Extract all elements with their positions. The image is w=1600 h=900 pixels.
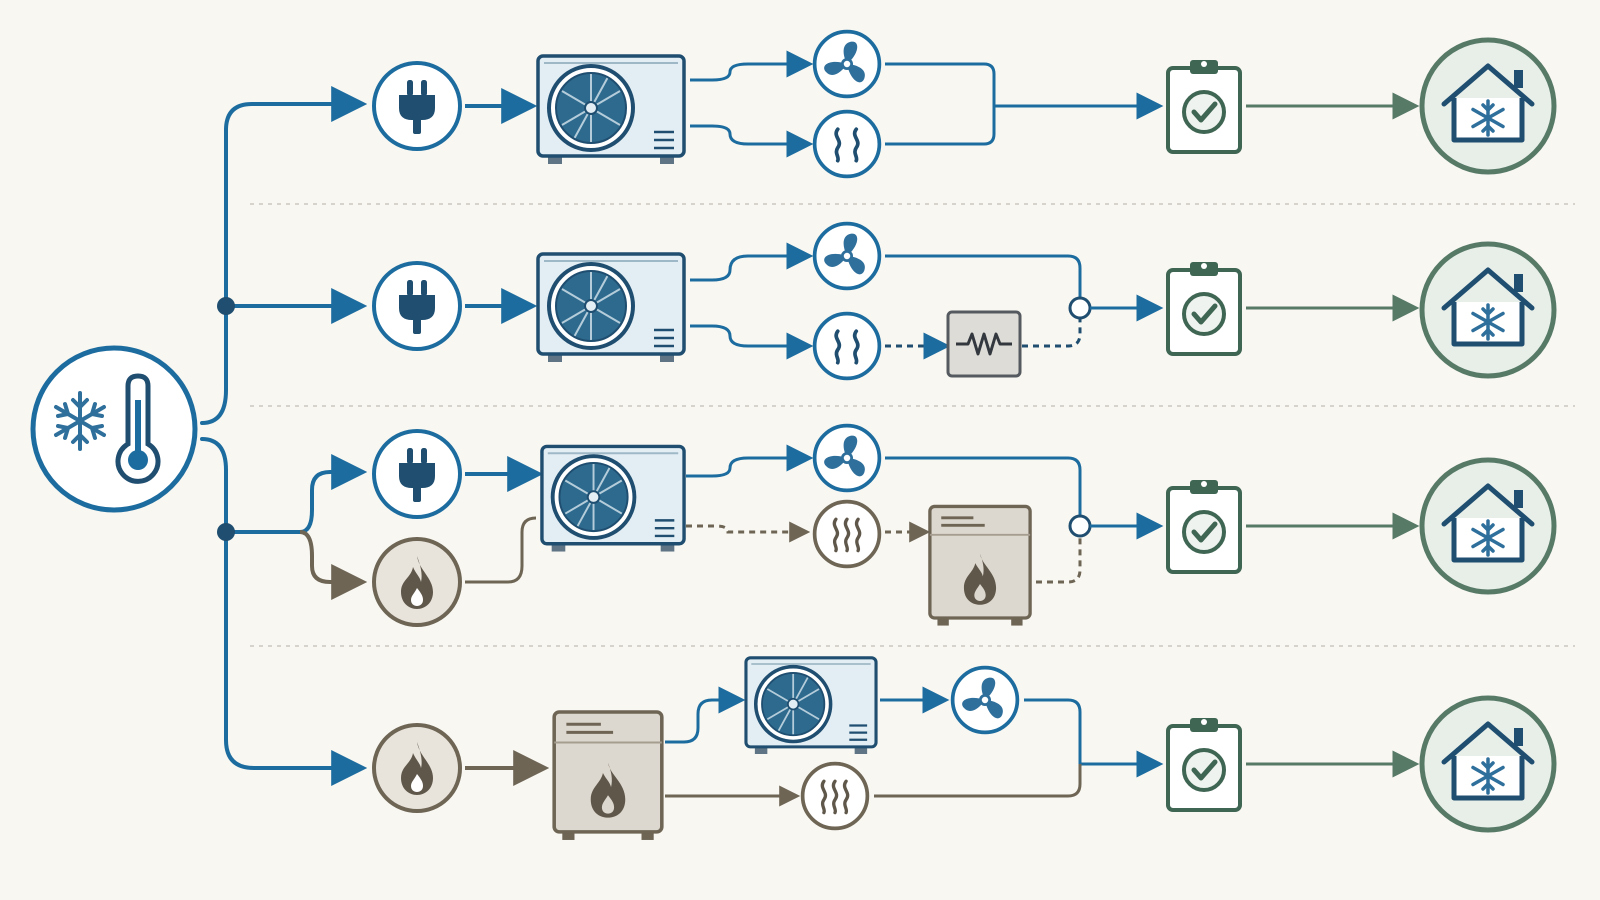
gas-flame-icon bbox=[372, 537, 462, 627]
house-snowflake-icon bbox=[1422, 40, 1554, 172]
heat-waves-icon bbox=[800, 761, 870, 831]
fan-icon bbox=[812, 423, 882, 493]
house-snowflake-icon bbox=[1422, 460, 1554, 592]
merge-node-row-3 bbox=[1068, 514, 1092, 538]
junction-dot-row-2 bbox=[217, 297, 235, 315]
fan-icon bbox=[950, 665, 1020, 735]
heat-waves-icon bbox=[812, 109, 882, 179]
electric-plug-icon bbox=[372, 61, 462, 151]
heat-waves-icon bbox=[812, 311, 882, 381]
clipboard-check-icon bbox=[1168, 262, 1240, 354]
snowflake-icon bbox=[54, 391, 106, 451]
clipboard-check-icon bbox=[1168, 718, 1240, 810]
gas-furnace-icon bbox=[928, 504, 1032, 628]
fan-icon bbox=[812, 221, 882, 291]
resistance-heater-icon bbox=[946, 310, 1022, 378]
house-snowflake-icon bbox=[1422, 698, 1554, 830]
merge-node-row-2 bbox=[1068, 296, 1092, 320]
house-snowflake-icon bbox=[1422, 244, 1554, 376]
clipboard-check-icon bbox=[1168, 60, 1240, 152]
electric-plug-icon bbox=[372, 261, 462, 351]
heat-waves-icon bbox=[812, 499, 882, 569]
cooling-source-node bbox=[30, 345, 198, 513]
heat-pump-fan-icon bbox=[536, 54, 686, 164]
heat-pump-fan-icon bbox=[536, 252, 686, 362]
electric-plug-icon bbox=[372, 429, 462, 519]
row-1-flow bbox=[465, 50, 1420, 158]
heat-pump-fan-icon bbox=[744, 656, 878, 754]
row-3-flow bbox=[465, 444, 1420, 584]
thermometer-icon bbox=[115, 373, 161, 484]
gas-flame-icon bbox=[372, 723, 462, 813]
source-trunk-lines bbox=[200, 86, 368, 786]
gas-furnace-icon bbox=[552, 710, 664, 842]
row-4-flow bbox=[465, 686, 1420, 807]
fan-icon bbox=[812, 29, 882, 99]
row-2-flow bbox=[465, 242, 1420, 360]
clipboard-check-icon bbox=[1168, 480, 1240, 572]
gas-branch-line bbox=[299, 530, 368, 600]
heat-pump-fan-icon bbox=[542, 446, 684, 551]
junction-dot-row-3 bbox=[217, 523, 235, 541]
